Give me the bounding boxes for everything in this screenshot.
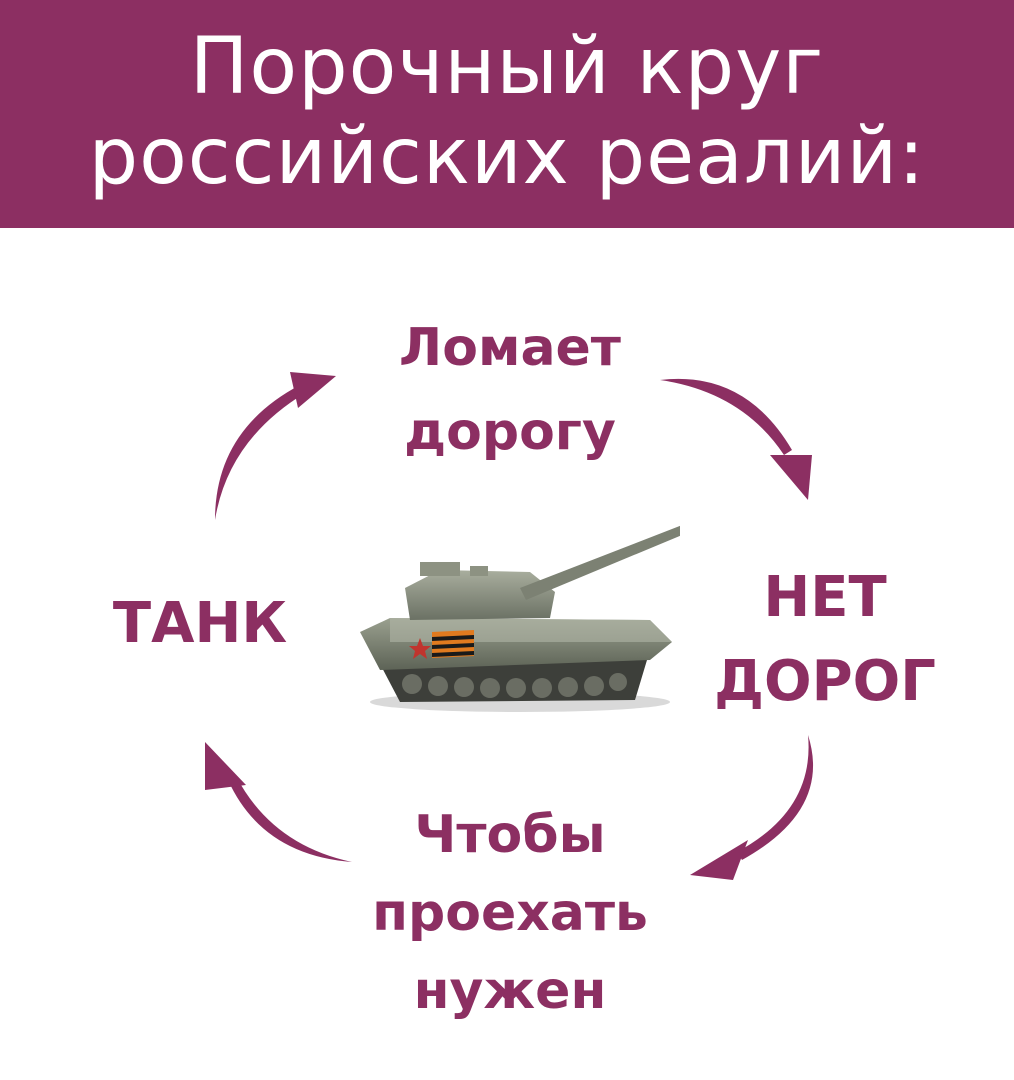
title-line-1: Порочный круг [189,22,825,112]
node-top-line-1: Ломает [399,318,621,378]
arrow-right-bottom-icon [690,735,814,880]
node-top-line-2: дорогу [404,402,616,462]
title-banner: Порочный круг российских реалий: [0,0,1014,228]
cycle-node-to-drive-need: Чтобы проехать нужен [340,796,680,1030]
node-bottom-line-1: Чтобы [414,805,606,865]
arrow-bottom-left-icon [205,742,352,862]
ribbon-stripe [432,630,474,658]
node-bottom-line-3: нужен [413,961,607,1021]
node-right-line-2: ДОРОГ [714,649,936,714]
cycle-node-no-roads: НЕТ ДОРОГ [690,556,960,724]
node-bottom-line-2: проехать [372,883,648,943]
cycle-node-tank: ТАНК [90,582,310,666]
arrow-left-top-icon [215,372,336,520]
arrow-top-right-icon [660,378,812,500]
tank-image [360,525,680,712]
node-right-line-1: НЕТ [763,565,887,630]
cycle-node-breaks-road: Ломает дорогу [360,306,660,474]
title-line-2: российских реалий: [88,112,926,202]
node-left-line-1: ТАНК [112,591,288,656]
